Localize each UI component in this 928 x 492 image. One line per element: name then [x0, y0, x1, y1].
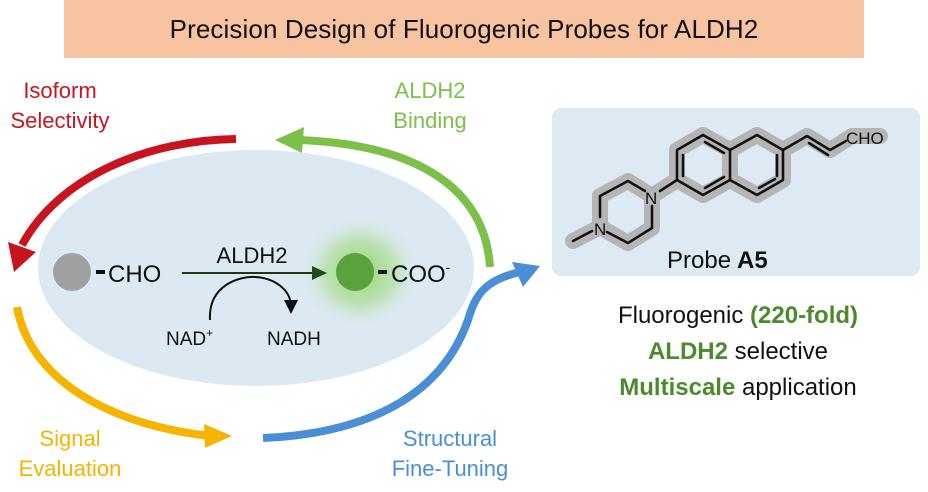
label-line: Fine-Tuning: [391, 456, 509, 481]
structural-fine-tuning-arrow: [262, 262, 540, 442]
scaffold-highlight: [565, 127, 888, 251]
label-line: Signal: [39, 426, 101, 451]
isoform-selectivity-arrow: [8, 135, 237, 272]
label-line: Evaluation: [18, 456, 122, 481]
atom-n4: N: [594, 220, 606, 239]
feature-selective: ALDH2 selective: [548, 334, 928, 370]
cofactor-arrow-head: [284, 300, 298, 314]
feature-text: Fluorogenic: [617, 302, 751, 329]
label-line: Binding: [393, 108, 467, 133]
reaction-arrow-head: [312, 266, 327, 280]
signal-evaluation-arrow: [13, 306, 232, 448]
enzyme-label: ALDH2: [217, 243, 288, 268]
product-group: COO-: [391, 259, 451, 288]
label-aldh2-binding: ALDH2 Binding: [380, 76, 480, 136]
feature-highlight: Multiscale: [619, 374, 736, 401]
feature-text: selective: [727, 338, 829, 365]
label-line: ALDH2: [394, 78, 466, 103]
diagram-title: Precision Design of Fluorogenic Probes f…: [169, 13, 759, 44]
feature-text: application: [735, 374, 857, 401]
label-line: Isoform: [23, 78, 97, 103]
label-signal-evaluation: Signal Evaluation: [0, 424, 140, 484]
molecule-bonds: [571, 133, 848, 245]
label-line: Structural: [402, 426, 498, 451]
product-bond: [378, 270, 387, 274]
label-structural-fine-tuning: Structural Fine-Tuning: [370, 424, 530, 484]
cofactor-out-label: NADH: [267, 329, 321, 350]
probe-features: Fluorogenic (220-fold) ALDH2 selective M…: [548, 298, 928, 406]
product-fluorophore: [336, 253, 374, 291]
substrate-bond: [96, 270, 105, 274]
substrate-group: CHO: [108, 261, 161, 288]
feature-highlight: (220-fold): [750, 302, 859, 329]
feature-multiscale: Multiscale application: [548, 370, 928, 406]
label-isoform-selectivity: Isoform Selectivity: [0, 76, 120, 136]
substrate-fluorophore: [53, 253, 91, 291]
label-line: Selectivity: [10, 108, 110, 133]
atom-n1: N: [645, 189, 657, 208]
cofactor-arrow: [208, 275, 292, 321]
feature-highlight: ALDH2: [647, 338, 728, 365]
atom-aldehyde: CHO: [846, 129, 884, 148]
feature-fluorogenic: Fluorogenic (220-fold): [548, 298, 928, 334]
aldh2-binding-arrow: [275, 127, 494, 268]
title-banner: Precision Design of Fluorogenic Probes f…: [64, 0, 864, 58]
cofactor-in-label: NAD+: [166, 326, 213, 350]
